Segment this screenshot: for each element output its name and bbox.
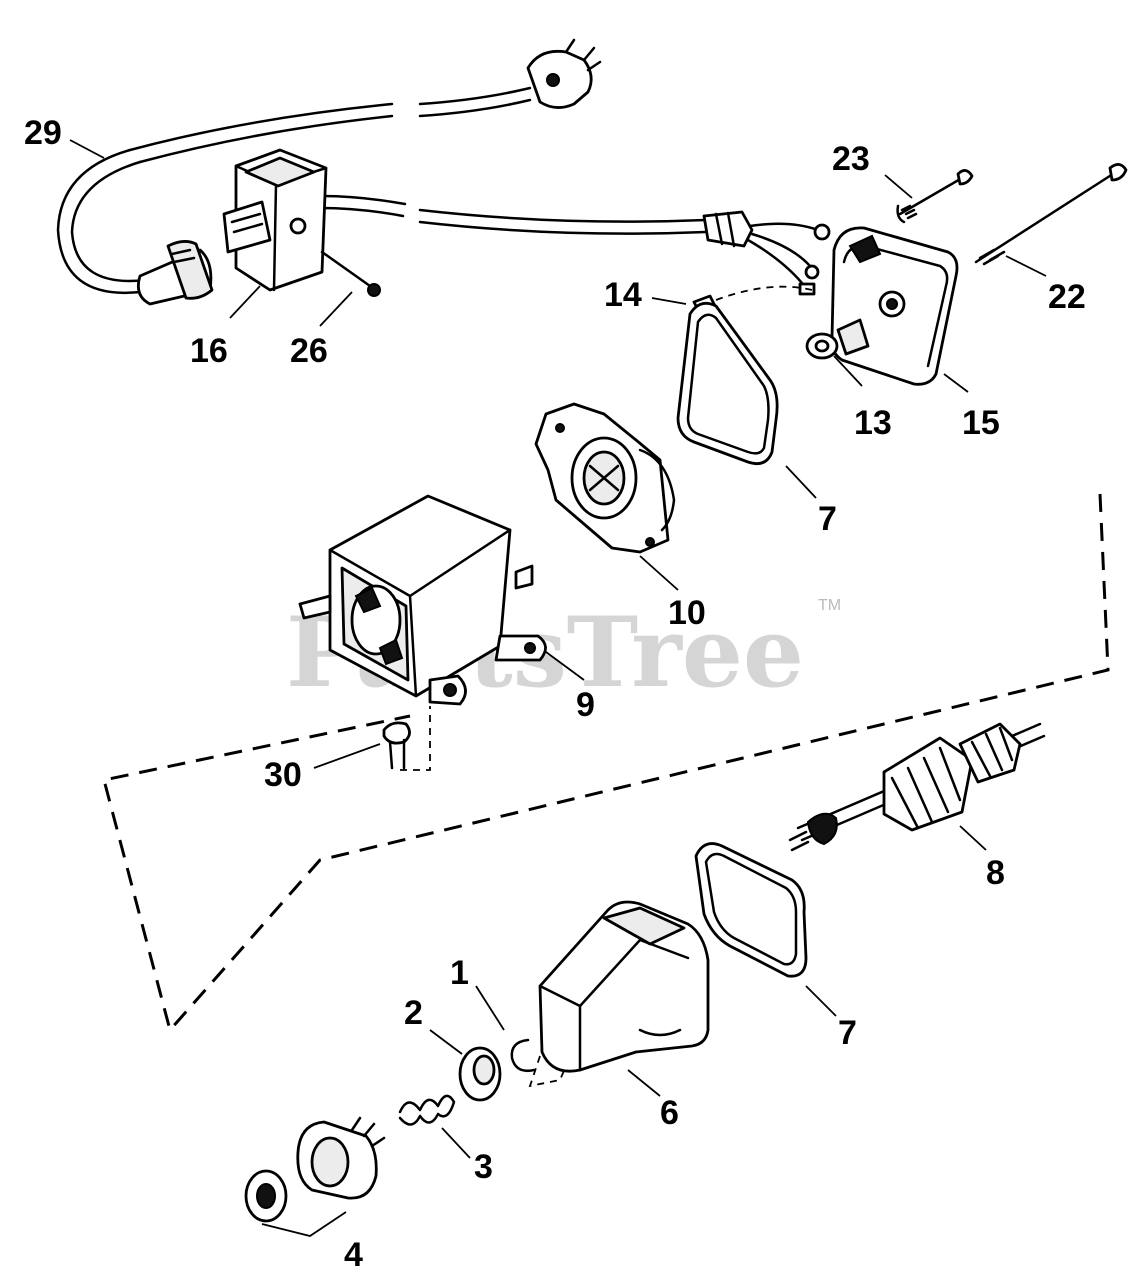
spring-retainer[interactable]	[458, 1046, 502, 1102]
callout-29: 29	[24, 114, 62, 152]
callout-13: 13	[854, 404, 892, 442]
callout-labels: 29 16 26 23 22 14 13 15 7 10 9 30 8 7 1 …	[24, 114, 1086, 1274]
through-bolt-short[interactable]	[896, 169, 974, 224]
callout-15: 15	[962, 404, 1000, 442]
mounting-screw[interactable]	[382, 706, 431, 771]
armature[interactable]	[788, 722, 1046, 852]
drive-end-cap[interactable]	[528, 900, 710, 1088]
trademark-mark: TM	[818, 597, 841, 614]
callout-22: 22	[1048, 278, 1086, 316]
callout-3: 3	[474, 1148, 493, 1186]
callout-2: 2	[404, 994, 423, 1032]
callout-7-upper: 7	[818, 500, 837, 538]
callout-6: 6	[660, 1094, 679, 1132]
callout-7-lower: 7	[838, 1014, 857, 1052]
end-cap[interactable]	[830, 226, 959, 386]
switch-screw[interactable]	[320, 250, 381, 297]
power-cord[interactable]	[56, 38, 831, 306]
brush-plate[interactable]	[534, 402, 676, 554]
callout-26: 26	[290, 332, 328, 370]
leader-lines	[69, 139, 1047, 1237]
retaining-ring[interactable]	[510, 1038, 536, 1072]
motor-housing[interactable]	[298, 494, 547, 706]
callout-8: 8	[986, 854, 1005, 892]
callout-23: 23	[832, 140, 870, 178]
drive-pinion[interactable]	[244, 1116, 386, 1223]
gasket-lower[interactable]	[694, 842, 808, 978]
spring[interactable]	[398, 1094, 456, 1126]
gasket-upper[interactable]	[676, 301, 779, 466]
callout-16: 16	[190, 332, 228, 370]
washer[interactable]	[805, 332, 839, 360]
assembly-path	[102, 493, 1110, 1034]
callout-1: 1	[450, 954, 469, 992]
callout-9: 9	[576, 686, 595, 724]
callout-10: 10	[668, 594, 706, 632]
switch-box[interactable]	[222, 148, 328, 292]
through-bolt-long[interactable]	[974, 163, 1128, 266]
callout-30: 30	[264, 756, 302, 794]
callout-4: 4	[344, 1236, 363, 1274]
callout-14: 14	[604, 276, 642, 314]
